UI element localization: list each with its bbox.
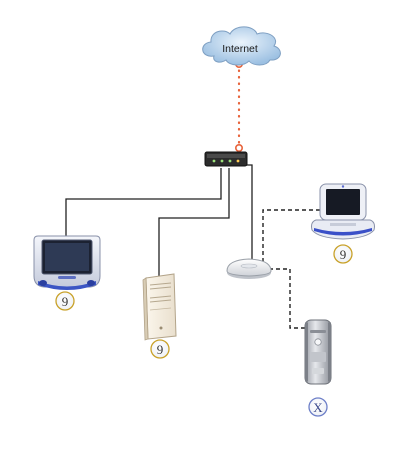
wireless-link-powermac: [262, 268, 306, 329]
airport-base-station-icon: [226, 258, 272, 279]
os-badge-ibook-label: 9: [340, 247, 347, 262]
imac-g3-icon: [33, 235, 101, 290]
wired-link-imac: [65, 168, 222, 236]
os-badge-powermac: X: [308, 397, 328, 417]
ibook-clamshell-icon: [311, 183, 375, 240]
os-badge-imac-label: 9: [62, 294, 69, 309]
wireless-link-ibook: [262, 209, 320, 262]
os-badge-imac: 9: [55, 291, 75, 311]
beige-tower-icon: [142, 273, 177, 341]
os-badge-tower: 9: [150, 339, 170, 359]
internet-link-endpoint-bottom: [235, 144, 244, 153]
os-badge-tower-label: 9: [157, 342, 164, 357]
router-icon: [204, 151, 248, 167]
os-badge-powermac-label: X: [313, 400, 323, 415]
internet-cloud-label: Internet: [222, 43, 258, 55]
os-badge-ibook: 9: [333, 244, 353, 264]
wired-link-tower: [158, 168, 230, 276]
links: [65, 59, 320, 329]
internet-cloud-icon: Internet: [202, 26, 281, 66]
wired-link-base-station: [246, 164, 253, 262]
powermac-g4-icon: [304, 319, 332, 385]
